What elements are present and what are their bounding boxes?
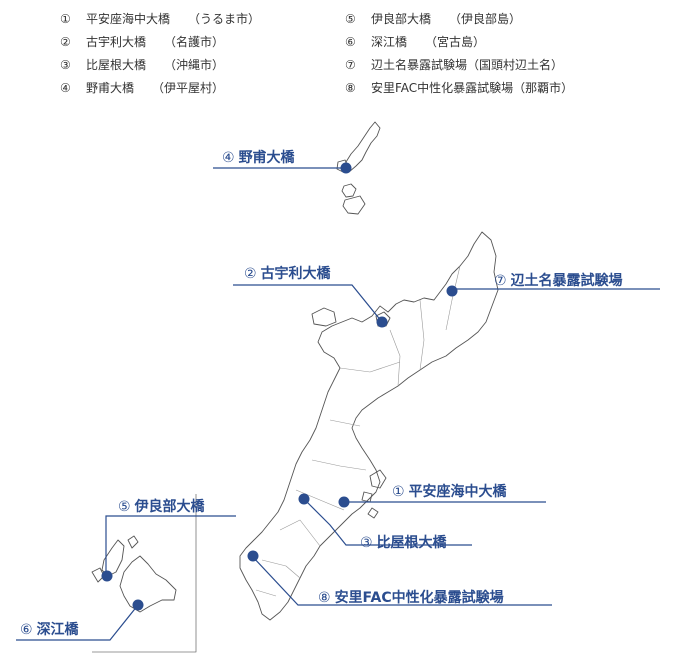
legend-name: 比屋根大橋 [86, 58, 147, 72]
small-islet [342, 195, 366, 215]
leader-line-8 [251, 555, 552, 606]
marker-3 [298, 493, 310, 505]
legend-place: （うるま市） [188, 12, 261, 26]
legend-name: 深江橋 [371, 35, 408, 49]
ikema-island [127, 535, 139, 549]
legend-name: 野甫大橋 [86, 81, 135, 95]
legend-item: ③ 比屋根大橋 （沖縄市） [60, 54, 260, 77]
legend-item: ① 平安座海中大橋 （うるま市） [60, 8, 260, 31]
marker-4 [340, 162, 352, 174]
boundary [445, 265, 461, 331]
boundary [295, 489, 345, 511]
marker-6 [132, 599, 144, 611]
label-text: 野甫大橋 [238, 150, 295, 166]
legend-number: ② [60, 35, 71, 49]
label-number: ① [392, 484, 405, 500]
boundary [329, 419, 361, 427]
irabu-island [101, 539, 125, 577]
markers [101, 162, 458, 611]
label-text: 深江橋 [36, 622, 79, 638]
legend-place: （名護市） [164, 35, 225, 49]
miyako-island [119, 555, 177, 613]
leader-line-6 [16, 604, 139, 641]
legend-place: （宮古島） [425, 35, 486, 49]
legend-item: ⑦ 辺土名暴露試験場（国頭村辺土名） [345, 54, 573, 77]
legend-number: ④ [60, 81, 71, 95]
boundary [261, 559, 301, 579]
label-number: ④ [222, 150, 235, 166]
leader-line-5 [105, 515, 236, 576]
izena-island [341, 183, 357, 198]
legend-place: （伊平屋村） [152, 81, 225, 95]
okinawa-main-island [239, 231, 499, 621]
legend-column-left: ① 平安座海中大橋 （うるま市） ② 古宇利大橋 （名護市） ③ 比屋根大橋 （沖縄市） ④… [60, 8, 260, 100]
legend-item: ⑥ 深江橋 （宮古島） [345, 31, 573, 54]
marker-1 [338, 496, 350, 508]
label-number: ③ [360, 535, 373, 551]
legend-column-right: ⑤ 伊良部大橋 （伊良部島） ⑥ 深江橋 （宮古島） ⑦ 辺土名暴露試験場（国頭村辺土名）… [345, 8, 573, 100]
label-text: 比屋根大橋 [376, 535, 447, 551]
legend-number: ① [60, 12, 71, 26]
legend-name: 安里FAC中性化暴露試験場（那覇市） [371, 81, 574, 95]
inset-frame [92, 494, 197, 653]
marker-5 [101, 570, 113, 582]
legend-number: ⑧ [345, 81, 356, 95]
label-text: 辺土名暴露試験場 [510, 273, 623, 289]
boundary [255, 589, 277, 597]
leader-lines [16, 167, 660, 641]
label-number: ⑦ [494, 273, 507, 289]
legend-name: 伊良部大橋 [371, 12, 432, 26]
islet [367, 507, 379, 519]
legend-number: ⑦ [345, 58, 356, 72]
legend-item: ② 古宇利大橋 （名護市） [60, 31, 260, 54]
marker-2 [376, 316, 388, 328]
marker-8 [247, 550, 259, 562]
legend-place: （伊良部島） [449, 12, 522, 26]
legend-number: ③ [60, 58, 71, 72]
leader-line-3 [303, 498, 472, 546]
legend-item: ⑧ 安里FAC中性化暴露試験場（那覇市） [345, 77, 573, 100]
boundary [279, 519, 321, 547]
boundary [339, 361, 401, 373]
boundary [419, 299, 425, 371]
legend-item: ⑤ 伊良部大橋 （伊良部島） [345, 8, 573, 31]
legend-number: ⑤ [345, 12, 356, 26]
ie-island [311, 307, 337, 327]
label-text: 平安座海中大橋 [408, 484, 507, 500]
label-number: ② [244, 266, 257, 282]
label-text: 古宇利大橋 [260, 266, 331, 282]
legend-name: 古宇利大橋 [86, 35, 147, 49]
coastlines [91, 121, 499, 653]
label-text: 伊良部大橋 [134, 499, 205, 515]
boundary [311, 459, 367, 471]
label-number: ⑤ [118, 499, 131, 515]
label-number: ⑧ [318, 590, 331, 606]
label-number: ⑥ [20, 622, 33, 638]
legend-name: 平安座海中大橋 [86, 12, 171, 26]
legend-number: ⑥ [345, 35, 356, 49]
legend-item: ④ 野甫大橋 （伊平屋村） [60, 77, 260, 100]
legend-name: 辺土名暴露試験場（国頭村辺土名） [371, 58, 564, 72]
leader-line-2 [233, 284, 383, 323]
henza-island [369, 469, 387, 489]
marker-7 [446, 285, 458, 297]
legend-place: （沖縄市） [164, 58, 225, 72]
label-text: 安里FAC中性化暴露試験場 [334, 590, 504, 606]
boundary [389, 329, 401, 387]
